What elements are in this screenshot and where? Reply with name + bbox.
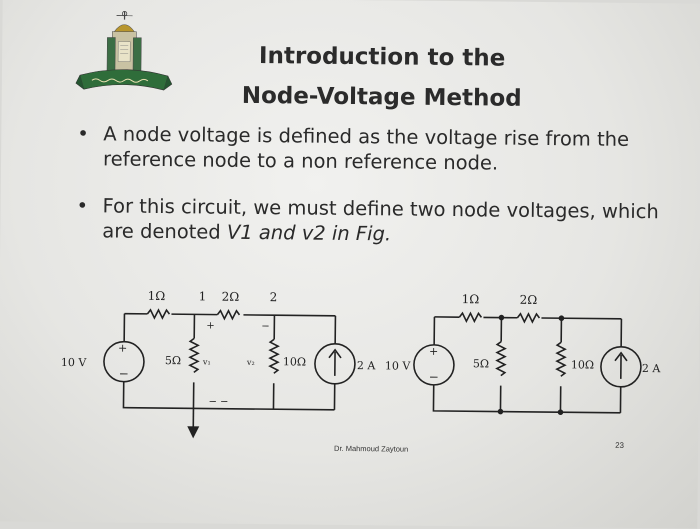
right-node-dot (499, 315, 505, 321)
right-node-dot (498, 409, 504, 415)
left-label-r-shunt1: 5Ω (165, 354, 181, 367)
bullet-dot-icon: • (77, 121, 89, 146)
right-node-dot (558, 409, 564, 415)
bullet-text-italic: V1 and v2 in Fig. (227, 221, 391, 246)
right-wire-node1 (500, 318, 501, 412)
left-label-r-shunt2: 10Ω (283, 355, 306, 368)
left-label-node1: 1 (199, 289, 207, 303)
right-node-dot (559, 315, 565, 321)
right-label-r-shunt2: 10Ω (571, 358, 594, 371)
right-resistor-5ohm (497, 342, 505, 376)
page-number: 23 (615, 441, 624, 450)
right-resistor-1ohm (459, 313, 481, 321)
right-label-r2: 2Ω (520, 293, 538, 307)
left-vsrc-minus: − (119, 367, 129, 381)
right-current-arrow (615, 353, 627, 379)
right-resistor-2ohm (517, 314, 539, 322)
right-label-r1: 1Ω (462, 292, 480, 306)
right-wire-top (434, 317, 621, 319)
left-label-source-v: 10 V (61, 356, 88, 369)
bullet-text: A node voltage is defined as the voltage… (103, 121, 663, 177)
left-resistor-5ohm (190, 338, 198, 372)
right-label-r-shunt1: 5Ω (473, 357, 489, 370)
left-label-ref-minus: − − (208, 397, 228, 408)
left-label-plus: + (206, 320, 215, 331)
left-current-arrow (329, 350, 341, 376)
right-resistor-10ohm (557, 342, 565, 376)
left-ground-arrowhead (187, 426, 199, 438)
left-resistor-2ohm (217, 311, 239, 319)
left-label-node2: 2 (270, 290, 278, 304)
left-resistor-10ohm (270, 339, 278, 373)
right-wire-node2 (560, 318, 561, 412)
right-label-source-v: 10 V (385, 359, 412, 372)
bullet-item: • A node voltage is defined as the volta… (77, 121, 667, 127)
left-label-r1: 1Ω (148, 289, 166, 303)
bullet-item: • For this circuit, we must define two n… (77, 193, 667, 199)
right-vsrc-plus: + (429, 345, 438, 358)
bullet-text: For this circuit, we must define two nod… (102, 193, 662, 249)
left-label-v1: v₁ (202, 357, 211, 366)
left-label-minus: − (261, 321, 270, 332)
left-label-v2: v₂ (246, 358, 255, 367)
right-label-source-i: 2 A (642, 362, 662, 375)
footer-author: Dr. Mahmoud Zaytoun (334, 444, 408, 454)
left-label-r2: 2Ω (222, 290, 240, 304)
left-vsrc-plus: + (118, 342, 127, 355)
bullet-dot-icon: • (76, 193, 88, 218)
left-resistor-1ohm (147, 310, 169, 318)
slide-title-line-2: Node-Voltage Method (32, 81, 700, 114)
left-wire-node1 (193, 314, 194, 408)
left-wire-node2 (273, 315, 274, 409)
left-label-source-i: 2 A (357, 359, 377, 372)
circuit-figure: 1Ω 1 2Ω 2 + − + − 10 V 5Ω v₁ v₂ 10Ω 2 A … (38, 279, 680, 456)
right-vsrc-minus: − (429, 370, 439, 384)
